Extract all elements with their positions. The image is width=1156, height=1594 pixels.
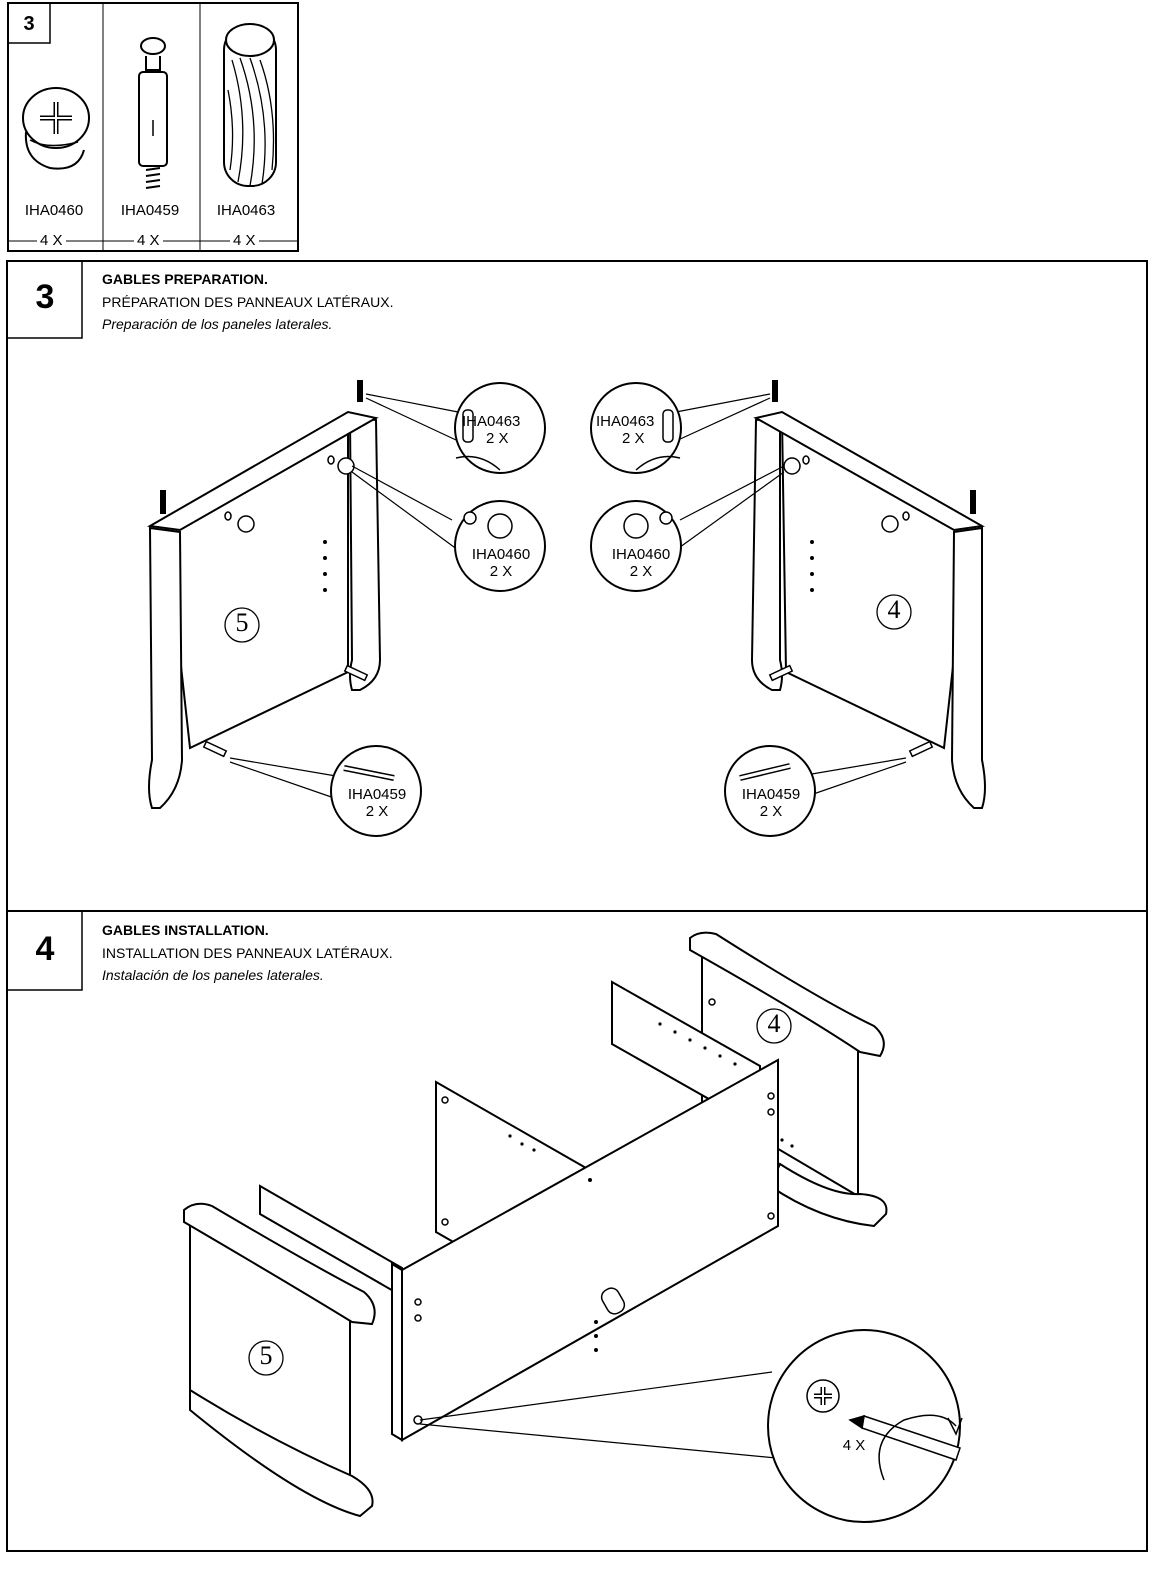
hardware-qty-1: 4 X: [37, 232, 66, 249]
step-3-panel-5-label: 5: [235, 608, 249, 637]
step-4-title-es: Instalación de los paneles laterales.: [102, 967, 324, 983]
step-4-number: 4: [35, 930, 55, 968]
wooden-dowel-icon: [223, 23, 277, 187]
callout-cam-right-qty: 2 X: [629, 563, 653, 580]
step-4-title-fr: INSTALLATION DES PANNEAUX LATÉRAUX.: [102, 945, 393, 961]
step-4-title-en: GABLES INSTALLATION.: [102, 922, 269, 938]
hardware-code-3: IHA0463: [216, 202, 276, 219]
step-3-title-fr: PRÉPARATION DES PANNEAUX LATÉRAUX.: [102, 294, 394, 310]
callout-bolt-left-code: IHA0459: [347, 786, 407, 803]
step-4-callout-qty: 4 X: [842, 1437, 866, 1454]
callout-dowel-left-code: IHA0463: [462, 413, 521, 430]
callout-dowel-right: IHA0463 2 X: [596, 413, 680, 447]
callout-dowel-left-qty: 2 X: [486, 430, 509, 447]
callout-bolt-right: IHA0459 2 X: [726, 786, 816, 820]
step-3-panel-4-label: 4: [887, 595, 901, 624]
callout-cam-left-code: IHA0460: [471, 546, 531, 563]
hardware-qty-2: 4 X: [134, 232, 163, 249]
callout-bolt-left: IHA0459 2 X: [332, 786, 422, 820]
hardware-code-2: IHA0459: [120, 202, 180, 219]
hardware-qty-3: 4 X: [230, 232, 259, 249]
callout-dowel-left: IHA0463 2 X: [462, 413, 546, 447]
hardware-step-number: 3: [23, 13, 35, 35]
callout-dowel-right-code: IHA0463: [596, 413, 655, 430]
step-3-title-en: GABLES PREPARATION.: [102, 271, 268, 287]
cam-bolt-icon: [138, 37, 168, 189]
step-3-number: 3: [35, 278, 55, 316]
callout-cam-left: IHA0460 2 X: [456, 546, 546, 580]
cam-lock-icon: [22, 87, 90, 170]
callout-cam-left-qty: 2 X: [489, 563, 513, 580]
step-4-panel-4-label: 4: [767, 1009, 781, 1038]
callout-cam-right: IHA0460 2 X: [596, 546, 686, 580]
step-4-panel-5-label: 5: [259, 1341, 273, 1370]
callout-bolt-right-qty: 2 X: [759, 803, 783, 820]
callout-bolt-right-code: IHA0459: [741, 786, 801, 803]
hardware-code-1: IHA0460: [24, 202, 84, 219]
step-3-title-es: Preparación de los paneles laterales.: [102, 316, 333, 332]
callout-bolt-left-qty: 2 X: [365, 803, 389, 820]
callout-cam-right-code: IHA0460: [611, 546, 671, 563]
callout-dowel-right-qty: 2 X: [622, 430, 645, 447]
